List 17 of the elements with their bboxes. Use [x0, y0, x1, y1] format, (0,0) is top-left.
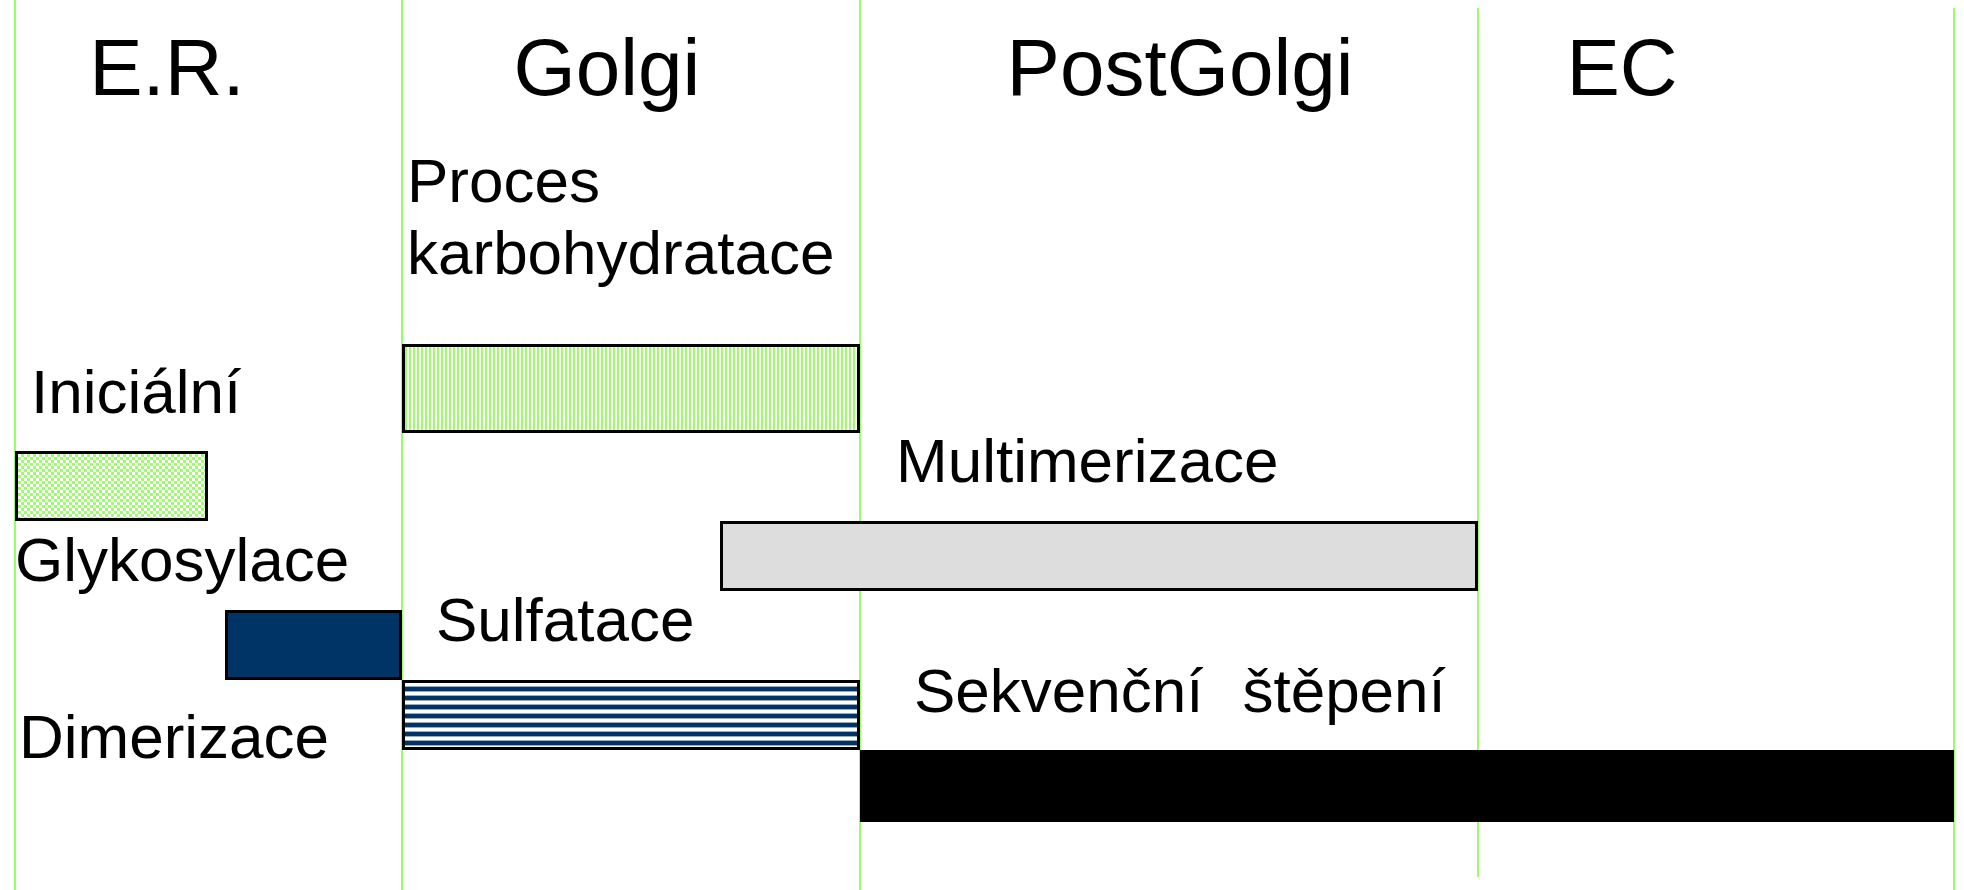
bar-label: Glykosylace — [15, 524, 350, 596]
bar-label: Sulfatace — [436, 584, 695, 656]
bar-label: Iniciální — [31, 356, 242, 428]
timeline-bar — [402, 344, 860, 433]
column-heading: EC — [1566, 22, 1678, 114]
timeline-bar — [402, 680, 860, 750]
timeline-bar — [860, 750, 1954, 822]
bar-label: Dimerizace — [19, 701, 330, 773]
column-heading: Golgi — [513, 22, 701, 114]
bar-label: Proces karbohydratace — [407, 145, 836, 289]
column-heading: PostGolgi — [1006, 22, 1354, 114]
timeline-bar — [15, 451, 208, 521]
bar-label: Multimerizace — [896, 425, 1279, 497]
bar-label: Sekvenční štěpení — [914, 655, 1446, 727]
column-heading: E.R. — [89, 22, 245, 114]
timeline-bar — [225, 610, 402, 680]
timeline-bar — [720, 521, 1478, 591]
